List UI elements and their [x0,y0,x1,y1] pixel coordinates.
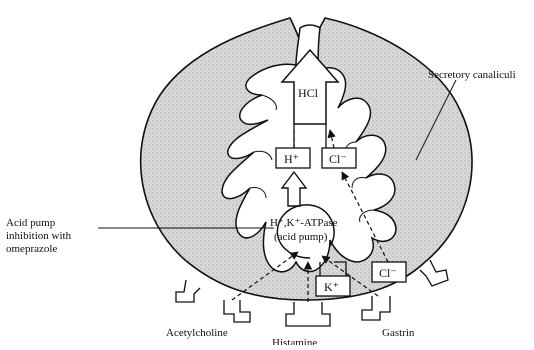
cl-minus-inner-label: Cl⁻ [329,152,347,166]
atpase-label: H⁺,K⁺-ATPase [270,217,338,229]
inhibition-label-line3: omeprazole [6,243,57,255]
left-receptor [176,280,200,302]
cl-minus-outer-label: Cl⁻ [379,266,397,280]
k-plus-label: K⁺ [324,280,339,294]
histamine-label: Histamine [272,337,317,345]
inhibition-label-line2: inhibition with [6,230,72,242]
gastrin-label: Gastrin [382,327,415,339]
h-plus-label: H⁺ [284,152,299,166]
gastrin-receptor [362,296,390,320]
acid-pump-label: (acid pump) [274,231,328,243]
right-receptor [420,260,448,286]
acetylcholine-receptor [224,300,250,322]
inhibition-label-line1: Acid pump [6,217,56,229]
secretory-canaliculi-label: Secretory canaliculi [428,69,516,81]
acetylcholine-label: Acetylcholine [166,327,228,339]
histamine-receptor [286,302,330,326]
hcl-label: HCl [298,86,319,100]
